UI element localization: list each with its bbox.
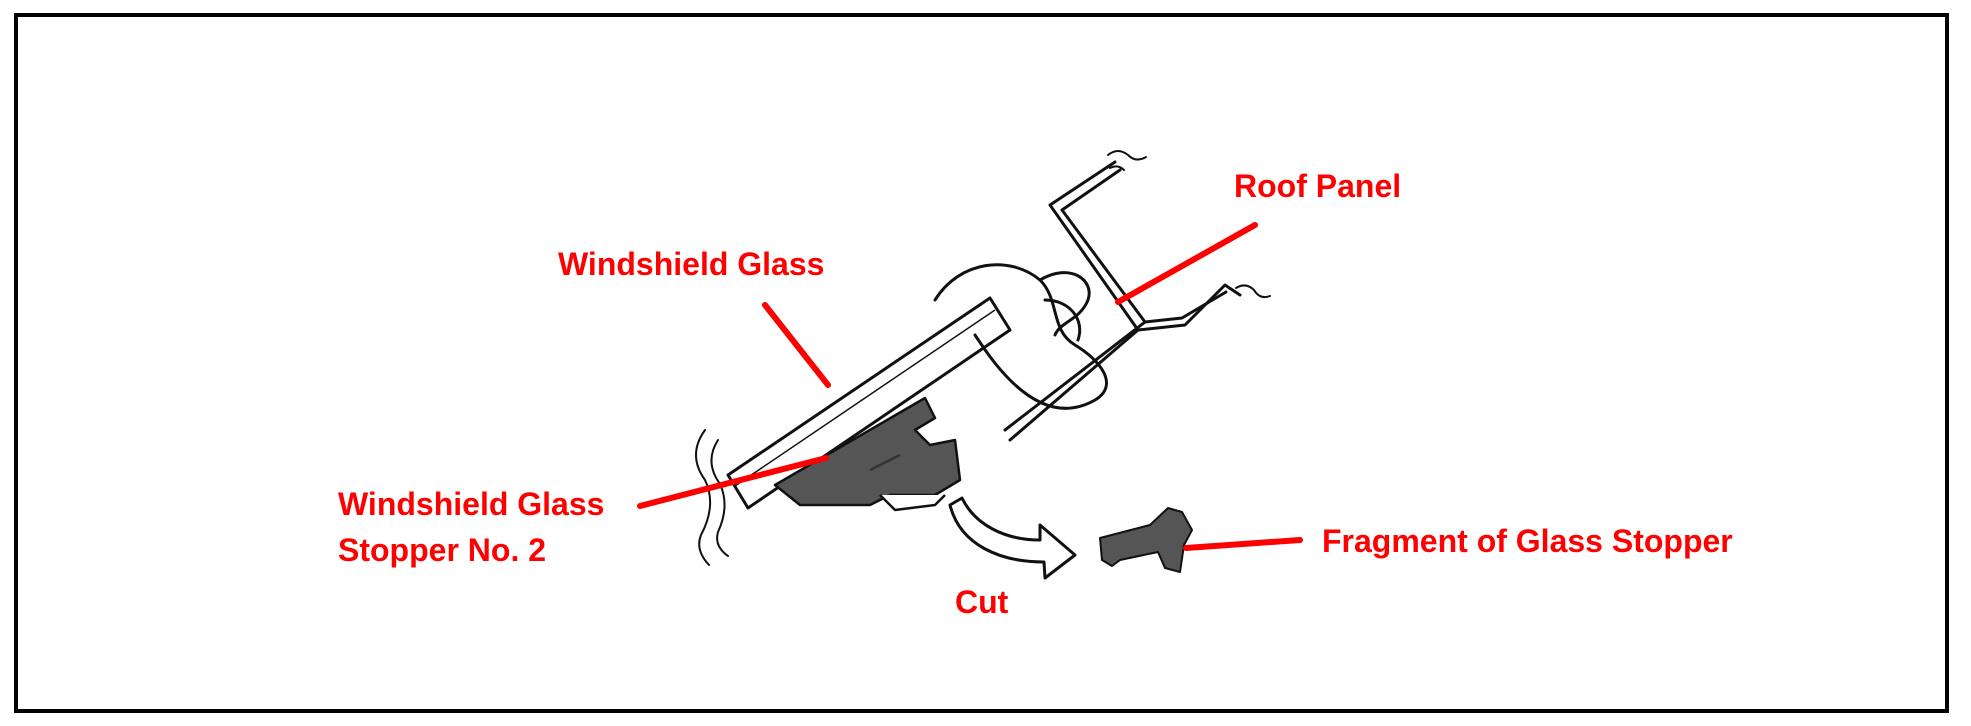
- leader-fragment: [1183, 537, 1303, 551]
- diagram-frame: [14, 13, 1949, 713]
- stopper-fragment-drawing: [1099, 507, 1193, 573]
- glass-torn-edge: [695, 429, 729, 566]
- label-cut: Cut: [955, 584, 1009, 620]
- leader-lines: [637, 222, 1303, 551]
- label-roof-panel: Roof Panel: [1234, 168, 1402, 204]
- label-stopper-line2: Stopper No. 2: [338, 532, 547, 568]
- label-fragment: Fragment of Glass Stopper: [1322, 523, 1733, 559]
- leader-windshield-glass: [762, 302, 831, 388]
- windshield-glass-drawing: [726, 296, 1012, 510]
- glass-stopper-drawing: [773, 396, 962, 512]
- leader-roof-panel: [1115, 222, 1258, 305]
- leader-glass-stopper: [637, 455, 829, 509]
- label-windshield-glass: Windshield Glass: [558, 246, 825, 282]
- cut-arrow: [948, 496, 1077, 580]
- label-stopper-line1: Windshield Glass: [338, 486, 605, 522]
- roof-panel-drawing: [1003, 150, 1271, 442]
- molding-drawing: [933, 263, 1108, 410]
